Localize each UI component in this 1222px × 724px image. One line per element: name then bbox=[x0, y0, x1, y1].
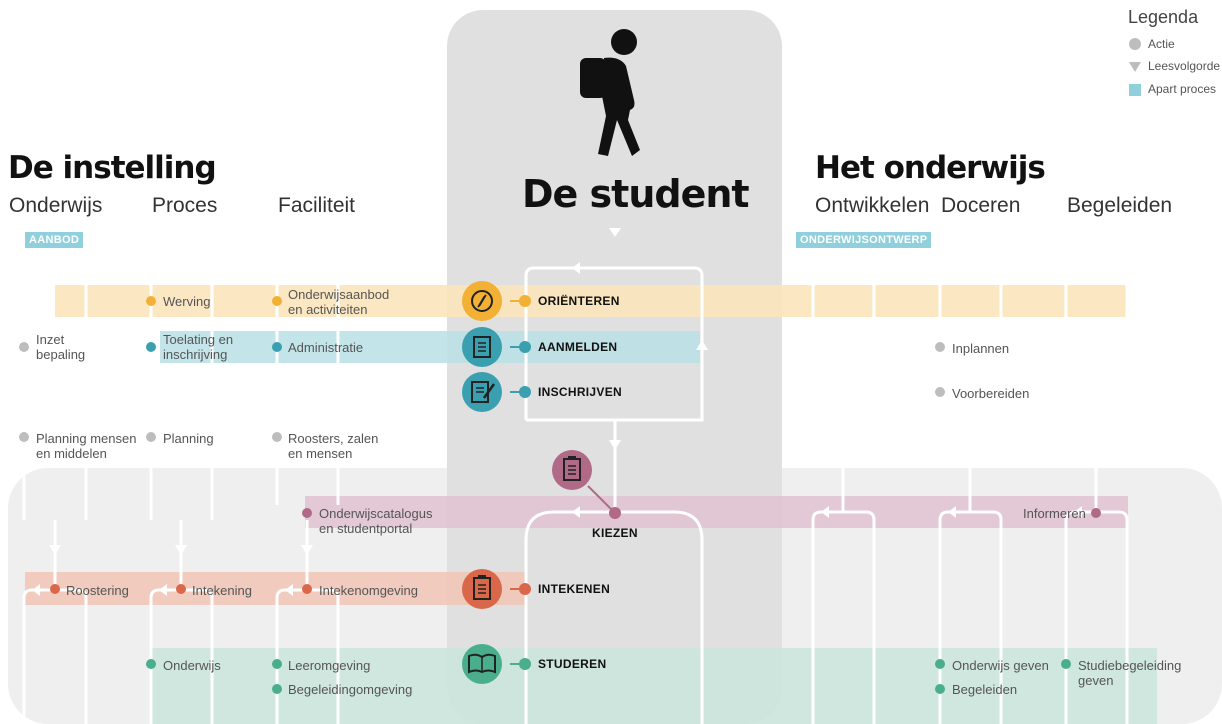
legend-item-apart-proces: Apart proces bbox=[1148, 82, 1217, 96]
action-administratie: Administratie bbox=[288, 340, 364, 355]
action-onderwijscatalogus: Onderwijscatalogus en studentportal bbox=[319, 506, 433, 536]
action-onderwijsaanbod: Onderwijsaanbod en activiteiten bbox=[288, 287, 390, 317]
action-inplannen: Inplannen bbox=[952, 341, 1010, 356]
action-onderwijs: Onderwijs bbox=[163, 658, 221, 673]
clipboard-icon bbox=[462, 569, 502, 609]
band-studeren bbox=[152, 648, 1157, 724]
action-dots bbox=[19, 296, 1101, 694]
step-orienteren: ORIËNTEREN bbox=[538, 294, 620, 308]
legend-leesvolgorde-marker bbox=[1129, 62, 1141, 72]
action-studiebegeleiding: Studiebegeleiding geven bbox=[1078, 658, 1182, 688]
action-roosters: Roosters, zalen en mensen bbox=[288, 431, 379, 461]
legend-title: Legenda bbox=[1128, 7, 1199, 27]
column-proces: Proces bbox=[152, 194, 218, 217]
compass-icon bbox=[462, 281, 502, 321]
legend-item-actie: Actie bbox=[1148, 37, 1175, 51]
action-begeleidingomgeving: Begeleidingomgeving bbox=[288, 682, 413, 697]
reading-order-arrow bbox=[609, 228, 621, 237]
action-informeren: Informeren bbox=[1023, 506, 1086, 521]
step-aanmelden: AANMELDEN bbox=[538, 340, 618, 354]
step-intekenen: INTEKENEN bbox=[538, 582, 611, 596]
column-faciliteit: Faciliteit bbox=[278, 194, 356, 217]
action-roostering: Roostering bbox=[66, 583, 129, 598]
step-studeren: STUDEREN bbox=[538, 657, 607, 671]
column-onderwijs: Onderwijs bbox=[9, 194, 103, 217]
action-planning: Planning bbox=[163, 431, 214, 446]
tag-aanbod: AANBOD bbox=[25, 232, 84, 248]
band-orienteren bbox=[55, 285, 1127, 317]
band-intekenen bbox=[25, 572, 525, 605]
legend-apart-proces-marker bbox=[1129, 84, 1141, 96]
open-book-icon bbox=[462, 644, 502, 684]
action-planning-mensen: Planning mensen en middelen bbox=[36, 431, 137, 461]
action-begeleiden: Begeleiden bbox=[952, 682, 1018, 697]
flow-arrows bbox=[32, 262, 1133, 596]
action-leeromgeving: Leeromgeving bbox=[288, 658, 371, 673]
legend-item-leesvolgorde: Leesvolgorde bbox=[1148, 59, 1221, 73]
checklist-icon bbox=[552, 450, 592, 490]
column-begeleiden: Begeleiden bbox=[1067, 194, 1173, 217]
action-onderwijs-geven: Onderwijs geven bbox=[952, 658, 1049, 673]
action-intekening: Intekening bbox=[192, 583, 252, 598]
student-panel bbox=[447, 10, 782, 724]
action-toelating: Toelating en inschrijving bbox=[163, 332, 234, 362]
column-ontwikkelen: Ontwikkelen bbox=[815, 194, 930, 217]
step-dots bbox=[510, 295, 621, 670]
student-with-backpack-icon bbox=[580, 29, 640, 156]
step-kiezen: KIEZEN bbox=[592, 526, 638, 540]
action-voorbereiden: Voorbereiden bbox=[952, 386, 1030, 401]
column-doceren: Doceren bbox=[941, 194, 1021, 217]
signing-icon bbox=[462, 372, 502, 412]
band-aanmelden bbox=[160, 331, 700, 363]
heading-education: Het onderwijs bbox=[815, 150, 1046, 186]
action-inzet-bepaling: Inzet bepaling bbox=[36, 332, 86, 362]
heading-student: De student bbox=[522, 172, 750, 216]
action-intekenomgeving: Intekenomgeving bbox=[319, 583, 419, 598]
action-werving: Werving bbox=[163, 294, 211, 309]
step-inschrijven: INSCHRIJVEN bbox=[538, 385, 622, 399]
heading-institution: De instelling bbox=[8, 150, 217, 186]
legend-actie-marker bbox=[1129, 38, 1141, 50]
tag-onderwijsontwerp: ONDERWIJSONTWERP bbox=[796, 232, 932, 248]
form-icon bbox=[462, 327, 502, 367]
